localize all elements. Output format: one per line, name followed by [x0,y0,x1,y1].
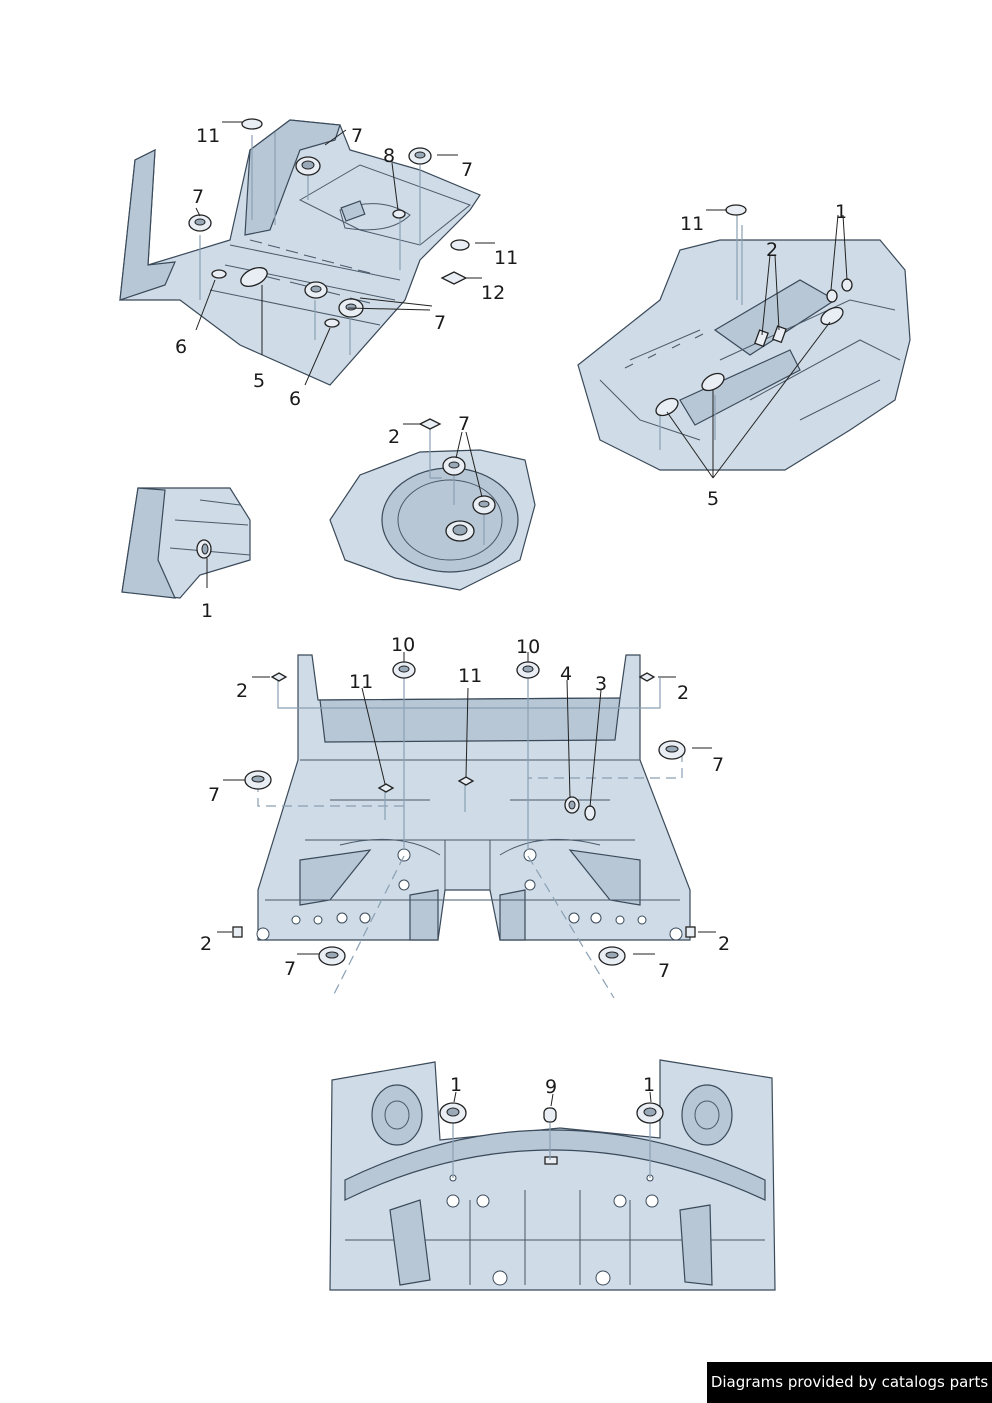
callout-label: 7 [351,125,363,147]
square-plug-icon [450,239,470,251]
small-plug-icon [826,289,838,303]
callout-label: 1 [643,1074,655,1096]
view-underbody-front: 2 2 10 10 11 11 4 3 7 7 2 2 7 7 [200,634,730,999]
callout-label: 1 [835,201,847,223]
callout-label: 2 [200,933,212,955]
callout-label: 7 [658,960,670,982]
square-plug-icon [440,271,468,285]
callout-label: 7 [434,312,446,334]
cap-plug-icon [543,1107,557,1123]
callout-label: 6 [175,336,187,358]
callout-label: 2 [388,426,400,448]
view-rear-floor-overview: 11 7 8 7 7 11 12 7 6 5 6 [119,118,518,410]
callout-label: 5 [253,370,265,392]
callout-label: 5 [707,488,719,510]
square-plug-icon [754,329,769,348]
square-plug-icon [270,672,288,682]
oval-plug-icon [701,372,725,392]
callout-label: 4 [560,663,572,685]
square-plug-icon [725,204,747,216]
view-spare-wheel-well-detail: 2 7 [329,413,536,591]
oval-plug-icon [820,306,844,326]
callout-label: 2 [766,239,778,261]
callout-label: 1 [450,1074,462,1096]
square-plug-icon [232,926,243,938]
view-side-pillar-detail: 1 [121,487,251,622]
square-plug-icon [638,672,656,682]
callout-label: 6 [289,388,301,410]
grommet-icon [584,805,596,821]
callout-label: 7 [461,159,473,181]
callout-label: 7 [192,186,204,208]
callout-label: 7 [458,413,470,435]
credit-badge: Diagrams provided by catalogs parts [707,1362,992,1403]
callout-label: 11 [196,125,220,147]
callout-label: 1 [201,600,213,622]
callout-label: 2 [677,682,689,704]
small-plug-icon [392,209,406,219]
small-plug-icon [324,318,340,328]
callout-label: 11 [349,671,373,693]
square-plug-icon [418,418,442,430]
square-plug-icon [457,776,475,786]
square-plug-icon [377,783,395,793]
small-plug-icon [211,269,227,279]
callout-label: 7 [284,958,296,980]
oval-plug-icon [655,397,679,417]
callout-label: 12 [481,282,505,304]
square-plug-icon [241,118,263,130]
oval-plug-icon [240,266,268,288]
callout-label: 10 [516,636,540,658]
callout-label: 2 [718,933,730,955]
callout-label: 8 [383,145,395,167]
callout-label: 11 [680,213,704,235]
callout-label: 9 [545,1076,557,1098]
view-rear-panel: 1 9 1 [329,1059,776,1291]
square-plug-icon [772,325,787,344]
callout-label: 10 [391,634,415,656]
callout-label: 3 [595,673,607,695]
square-plug-icon [685,926,696,938]
callout-label: 7 [208,784,220,806]
callout-label: 2 [236,680,248,702]
view-center-tunnel-detail: 11 1 2 5 [577,201,911,510]
callout-label: 11 [458,665,482,687]
small-plug-icon [841,278,853,292]
callout-label: 11 [494,247,518,269]
callout-label: 7 [712,754,724,776]
